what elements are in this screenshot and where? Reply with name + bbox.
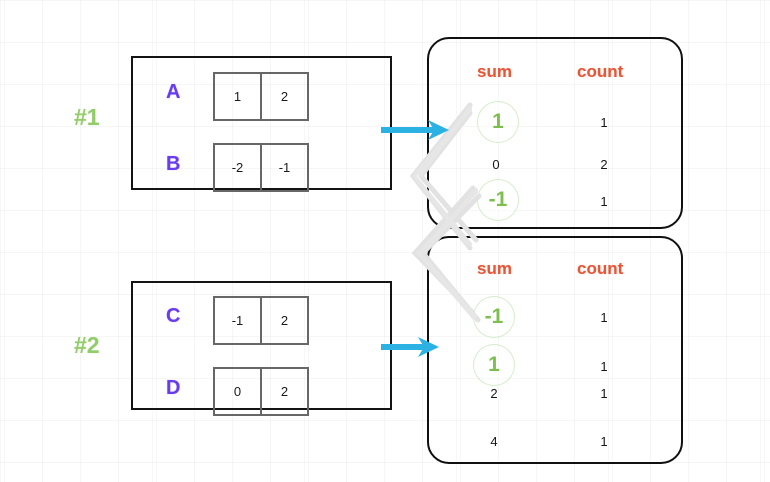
table2-header-count: count xyxy=(577,259,624,278)
table1-header-count: count xyxy=(577,62,624,81)
table1-sum-value-highlight-2: -1 xyxy=(477,179,519,221)
row-letter-d: D xyxy=(166,377,181,399)
table2-sum-value-2: 2 xyxy=(490,386,498,401)
cell-d-0: 0 xyxy=(213,367,262,416)
table1-count-value-2: 1 xyxy=(600,194,608,209)
table2-header-sum: sum xyxy=(477,259,512,278)
table1-count-value-0: 1 xyxy=(600,115,608,130)
cell-pair-b: -2 -1 xyxy=(213,143,309,192)
table2-count-value-0: 1 xyxy=(600,310,608,325)
group-label-1: #1 xyxy=(74,104,100,130)
aggregate-panel-1: sum count 1 1 0 2 -1 1 xyxy=(427,37,683,229)
table1-sum-value-1: 0 xyxy=(492,157,500,172)
cell-c-1: 2 xyxy=(260,296,309,345)
table1-count-value-1: 2 xyxy=(600,157,608,172)
aggregate-panel-2: sum count -1 1 1 1 2 1 4 1 xyxy=(427,236,683,464)
group-label-2: #2 xyxy=(74,332,100,358)
cell-b-1: -1 xyxy=(260,143,309,192)
table2-sum-value-3: 4 xyxy=(490,434,498,449)
input-block-2: C -1 2 D 0 2 xyxy=(131,281,392,416)
cell-d-1: 2 xyxy=(260,367,309,416)
row-letter-b: B xyxy=(166,153,181,175)
cell-b-0: -2 xyxy=(213,143,262,192)
cell-c-0: -1 xyxy=(213,296,262,345)
table2-count-value-3: 1 xyxy=(600,434,608,449)
table2-sum-value-highlight-0: -1 xyxy=(473,296,515,338)
cell-pair-d: 0 2 xyxy=(213,367,309,416)
table2-count-value-1: 1 xyxy=(600,359,608,374)
input-block-1: A 1 2 B -2 -1 xyxy=(131,56,392,192)
table2-sum-value-highlight-1: 1 xyxy=(473,344,515,386)
cell-a-1: 2 xyxy=(260,72,309,121)
cell-pair-a: 1 2 xyxy=(213,72,309,121)
table1-sum-value-highlight-0: 1 xyxy=(477,101,519,143)
cell-a-0: 1 xyxy=(213,72,262,121)
row-letter-a: A xyxy=(166,81,181,103)
cell-pair-c: -1 2 xyxy=(213,296,309,345)
row-letter-c: C xyxy=(166,305,181,327)
table1-header-sum: sum xyxy=(477,62,512,81)
table2-count-value-2: 1 xyxy=(600,386,608,401)
